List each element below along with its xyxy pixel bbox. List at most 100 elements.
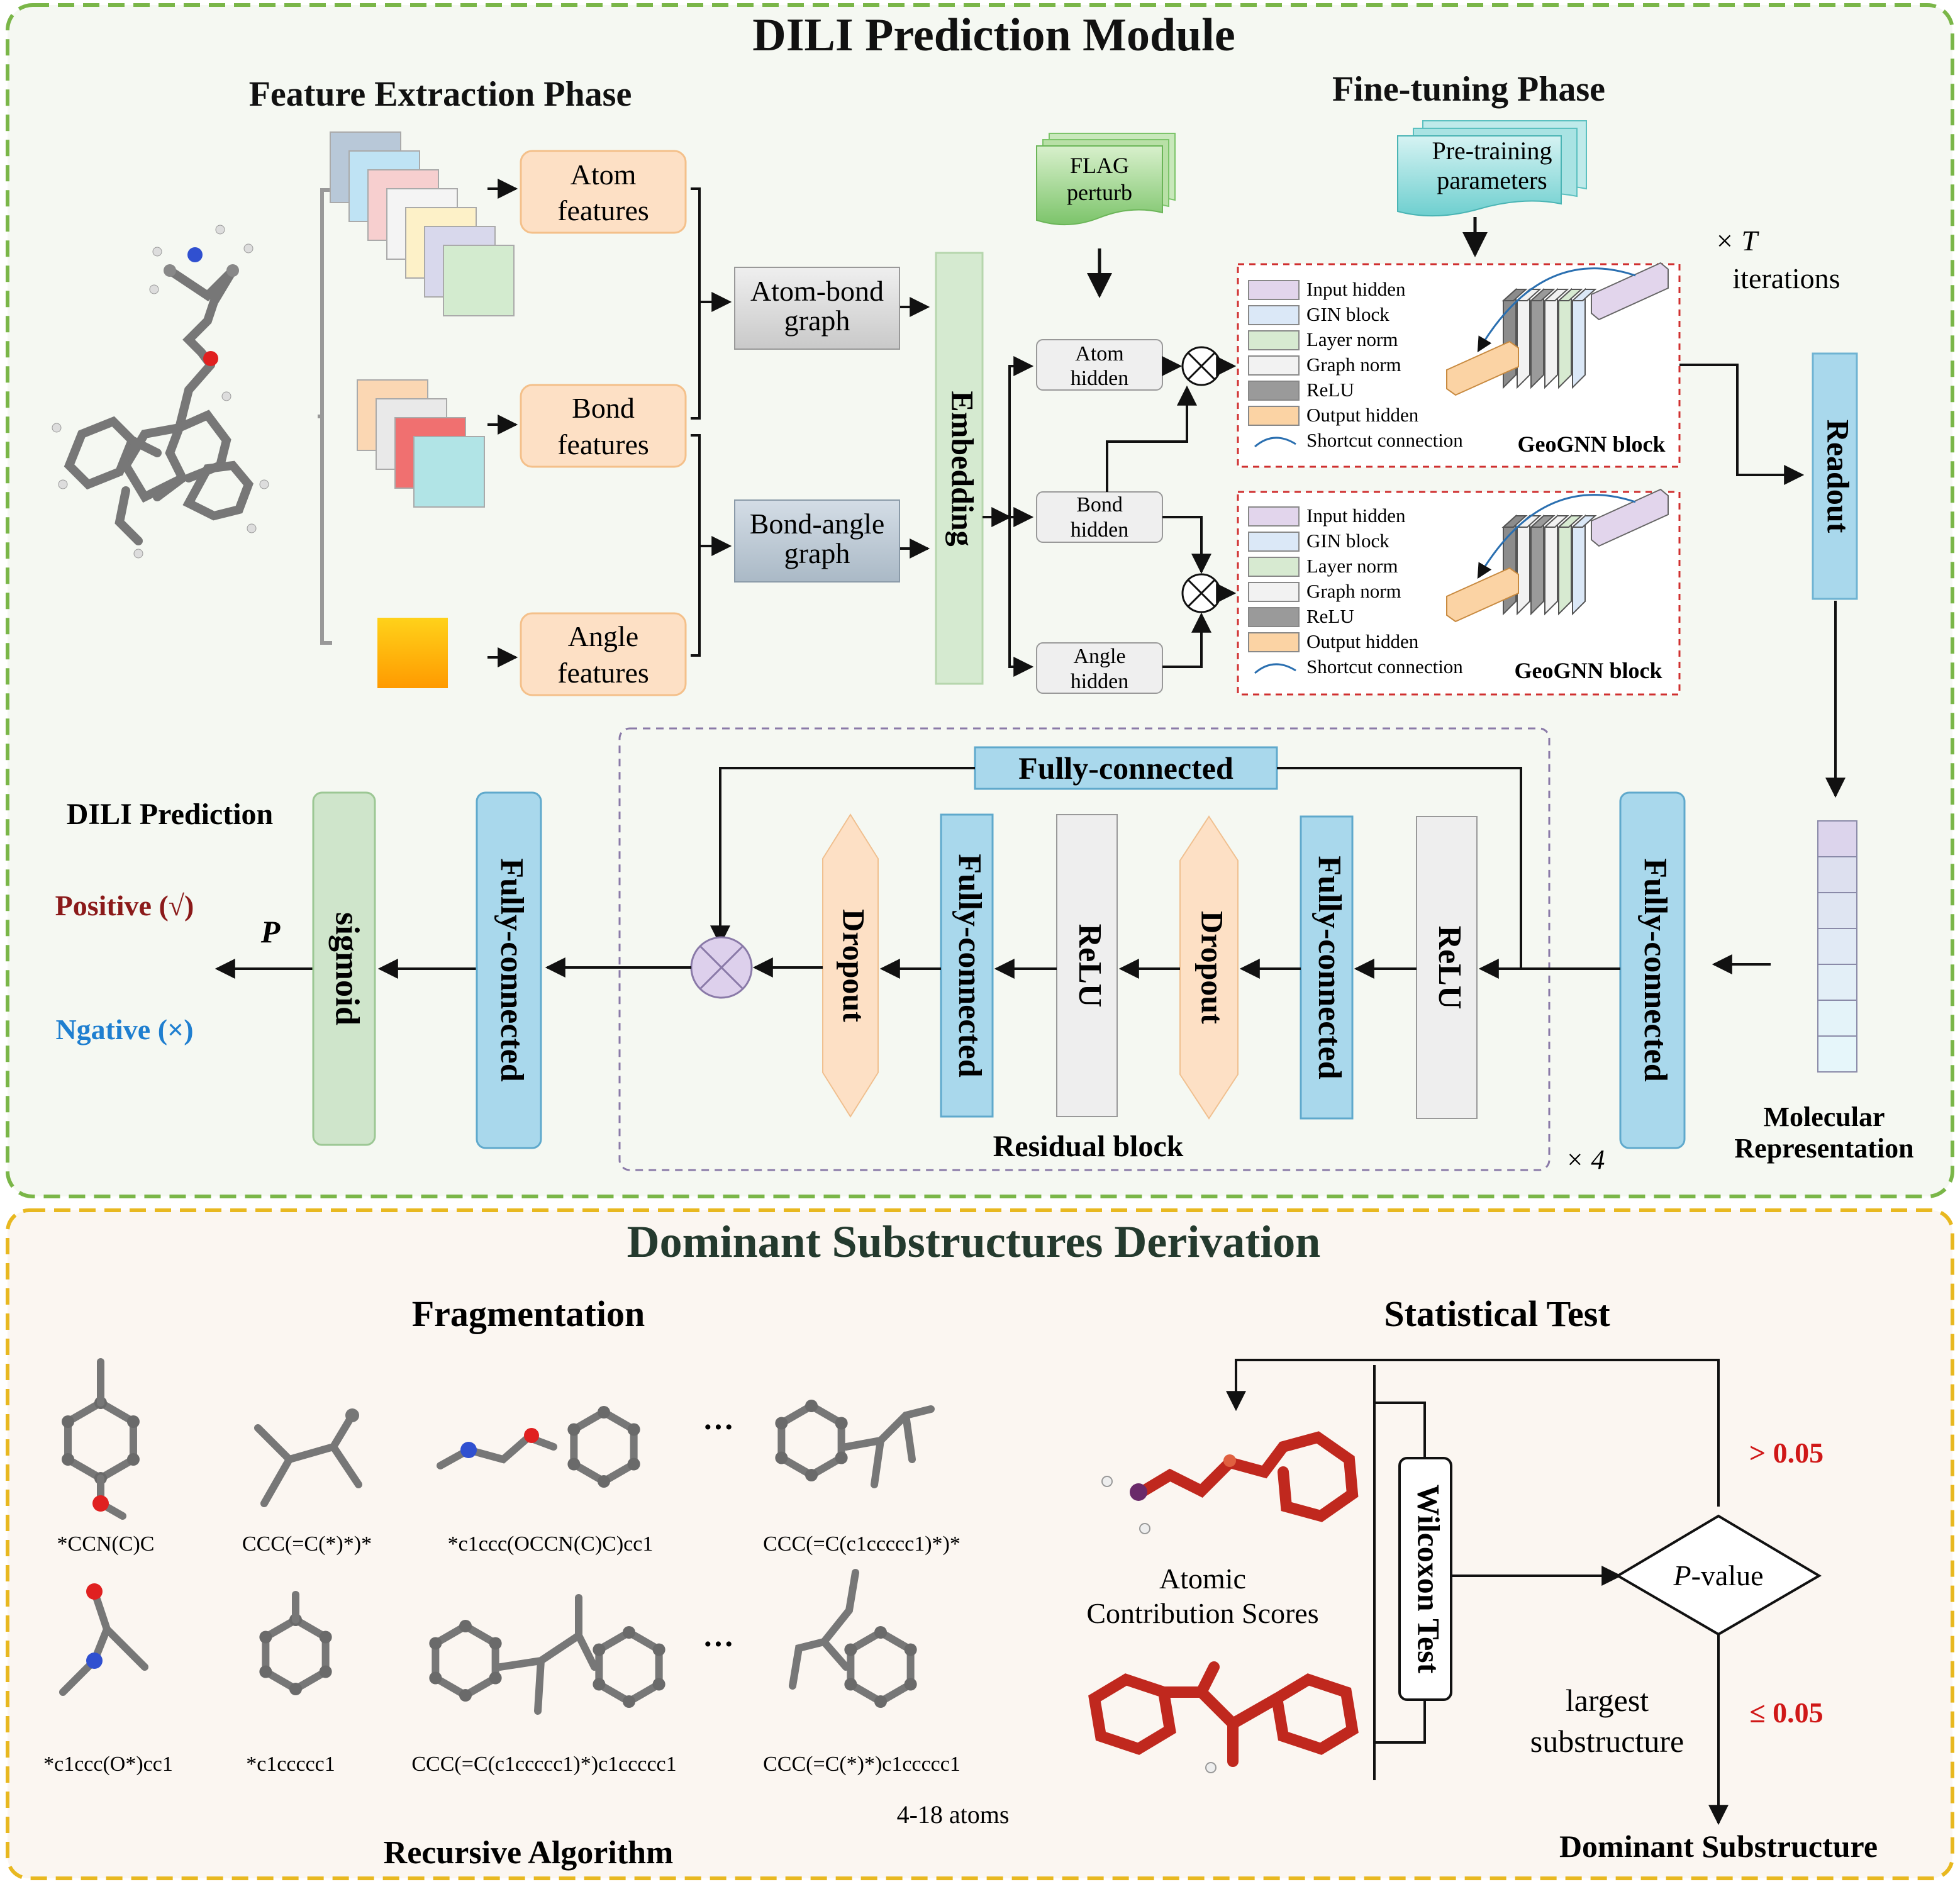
highlighted-molecule-lower [1088,1661,1359,1773]
carbon-atom [627,1458,640,1471]
legend-label: ReLU [1306,605,1354,627]
angle-feature-matrix [377,618,448,688]
gnn-layer-top [1557,289,1583,301]
shortcut-arrow [1477,267,1636,353]
highlighted-molecule-upper [1101,1431,1359,1534]
svg-text:Bond: Bond [1076,493,1123,516]
legend-swatch [1248,406,1300,426]
svg-text:Atom-bond: Atom-bond [750,275,884,307]
relu-1: ReLU [1056,814,1118,1117]
svg-text:Bond-angle: Bond-angle [750,508,885,540]
gnn-layer-slab [1544,514,1558,616]
gnn-layer-top [1543,515,1569,528]
chain-bonds [496,1594,598,1715]
multiply-node-lower [1181,573,1222,613]
chain-bonds [842,1405,935,1488]
output-hidden-bar [1446,567,1519,623]
statistical-test-title: Statistical Test [1384,1293,1610,1334]
positive-label: Positive (√) [55,889,194,922]
residual-block-frame [618,727,1551,1171]
gnn-layers-3d-upper [1446,262,1669,396]
gnn-layer-top [1543,289,1569,301]
fc-entry: Fully-connected [1619,791,1686,1149]
svg-text:features: features [557,194,649,226]
smiles-1-1: *CCN(C)C [57,1532,155,1556]
gnn-layer-top [1529,515,1556,528]
legend-label: Layer norm [1306,328,1398,350]
bond-features-box: Bond features [520,384,687,468]
legend-swatch [1248,607,1300,627]
svg-text:Fully-connected: Fully-connected [1637,858,1673,1081]
carbon-atom [623,1695,635,1708]
svg-text:Fully-connected: Fully-connected [1018,750,1233,786]
largest-substructure-1: largest [1566,1683,1649,1718]
carbon-atom [126,1453,140,1466]
relu-2: ReLU [1416,816,1478,1119]
carbon-atom [844,1678,857,1691]
bottom-module-panel [6,1208,1954,1880]
molecular-representation-vector [1817,820,1857,1073]
svg-text:graph: graph [784,304,850,337]
angle-features-box: Angle features [520,612,687,696]
legend-label: Output hidden [1306,404,1419,426]
legend-swatch [1248,582,1300,602]
gnn-layer-slab [1572,287,1586,389]
dili-prediction-label: DILI Prediction [67,798,273,831]
carbon-atom [805,1469,818,1481]
legend-swatch [1248,330,1300,350]
legend-swatch [1248,280,1300,300]
finetune-phase-title: Fine-tuning Phase [1332,70,1605,109]
readout-layer: Readout [1812,352,1858,600]
svg-text:Fully-connected: Fully-connected [494,858,530,1081]
carbon-atom [874,1626,887,1639]
carbon-atom [598,1406,610,1419]
gnn-layer-slab [1558,514,1572,616]
threshold-le: ≤ 0.05 [1749,1697,1823,1729]
svg-text:graph: graph [784,537,850,569]
svg-text:P-value: P-value [1673,1559,1763,1591]
smiles-1-4: CCC(=C(c1ccccc1)*)* [763,1532,961,1556]
top-module-title: DILI Prediction Module [752,9,1235,61]
svg-text:sigmoid: sigmoid [329,912,367,1025]
smiles-2-4: CCC(=C(*)*)c1ccccc1 [763,1753,961,1776]
carbon-atom [652,1643,665,1656]
fully-connected-skip: Fully-connected [974,746,1278,790]
atom-ball [92,1495,109,1512]
legend-label: Input hidden [1306,278,1406,300]
repeat-mult: × 4 [1566,1144,1605,1175]
chain-bonds [789,1569,859,1690]
smiles-2-3: CCC(=C(c1ccccc1)*)c1ccccc1 [411,1753,676,1776]
atom-ball [345,1408,359,1422]
bond-feature-matrices [357,379,485,508]
carbon-atom [126,1415,140,1428]
gnn-layer-slab [1530,514,1544,616]
svg-text:Angle: Angle [1073,645,1125,668]
angle-hidden-box: Angle hidden [1036,642,1163,694]
input-hidden-bar [1591,262,1669,321]
carbon-atom [459,1620,472,1632]
carbon-atom [904,1678,917,1691]
fragmentation-title: Fragmentation [412,1293,645,1334]
atom-bond-graph-box: Atom-bond graph [734,267,900,350]
legend-swatch [1248,305,1300,325]
gnn-layers-3d-lower [1446,488,1669,623]
gnn-layer-slab [1558,287,1572,389]
carbon-atom [62,1453,75,1466]
bond-hidden-box: Bond hidden [1036,491,1163,543]
atom-ball [86,1583,103,1600]
output-hidden-bar [1446,340,1519,396]
carbon-atom [429,1637,442,1650]
carbon-atom [259,1665,272,1678]
atoms-range: 4-18 atoms [897,1800,1010,1829]
legend-swatch [1248,355,1300,376]
carbon-atom [623,1626,635,1639]
carbon-atom [429,1671,442,1685]
molecular-representation-label-1: Molecular [1763,1101,1885,1132]
fragment-molecules [59,1358,935,1715]
legend-swatch [1248,506,1300,527]
gnn-layer-slab [1572,514,1586,616]
residual-block-label: Residual block [993,1130,1184,1163]
carbon-atom [567,1423,581,1436]
